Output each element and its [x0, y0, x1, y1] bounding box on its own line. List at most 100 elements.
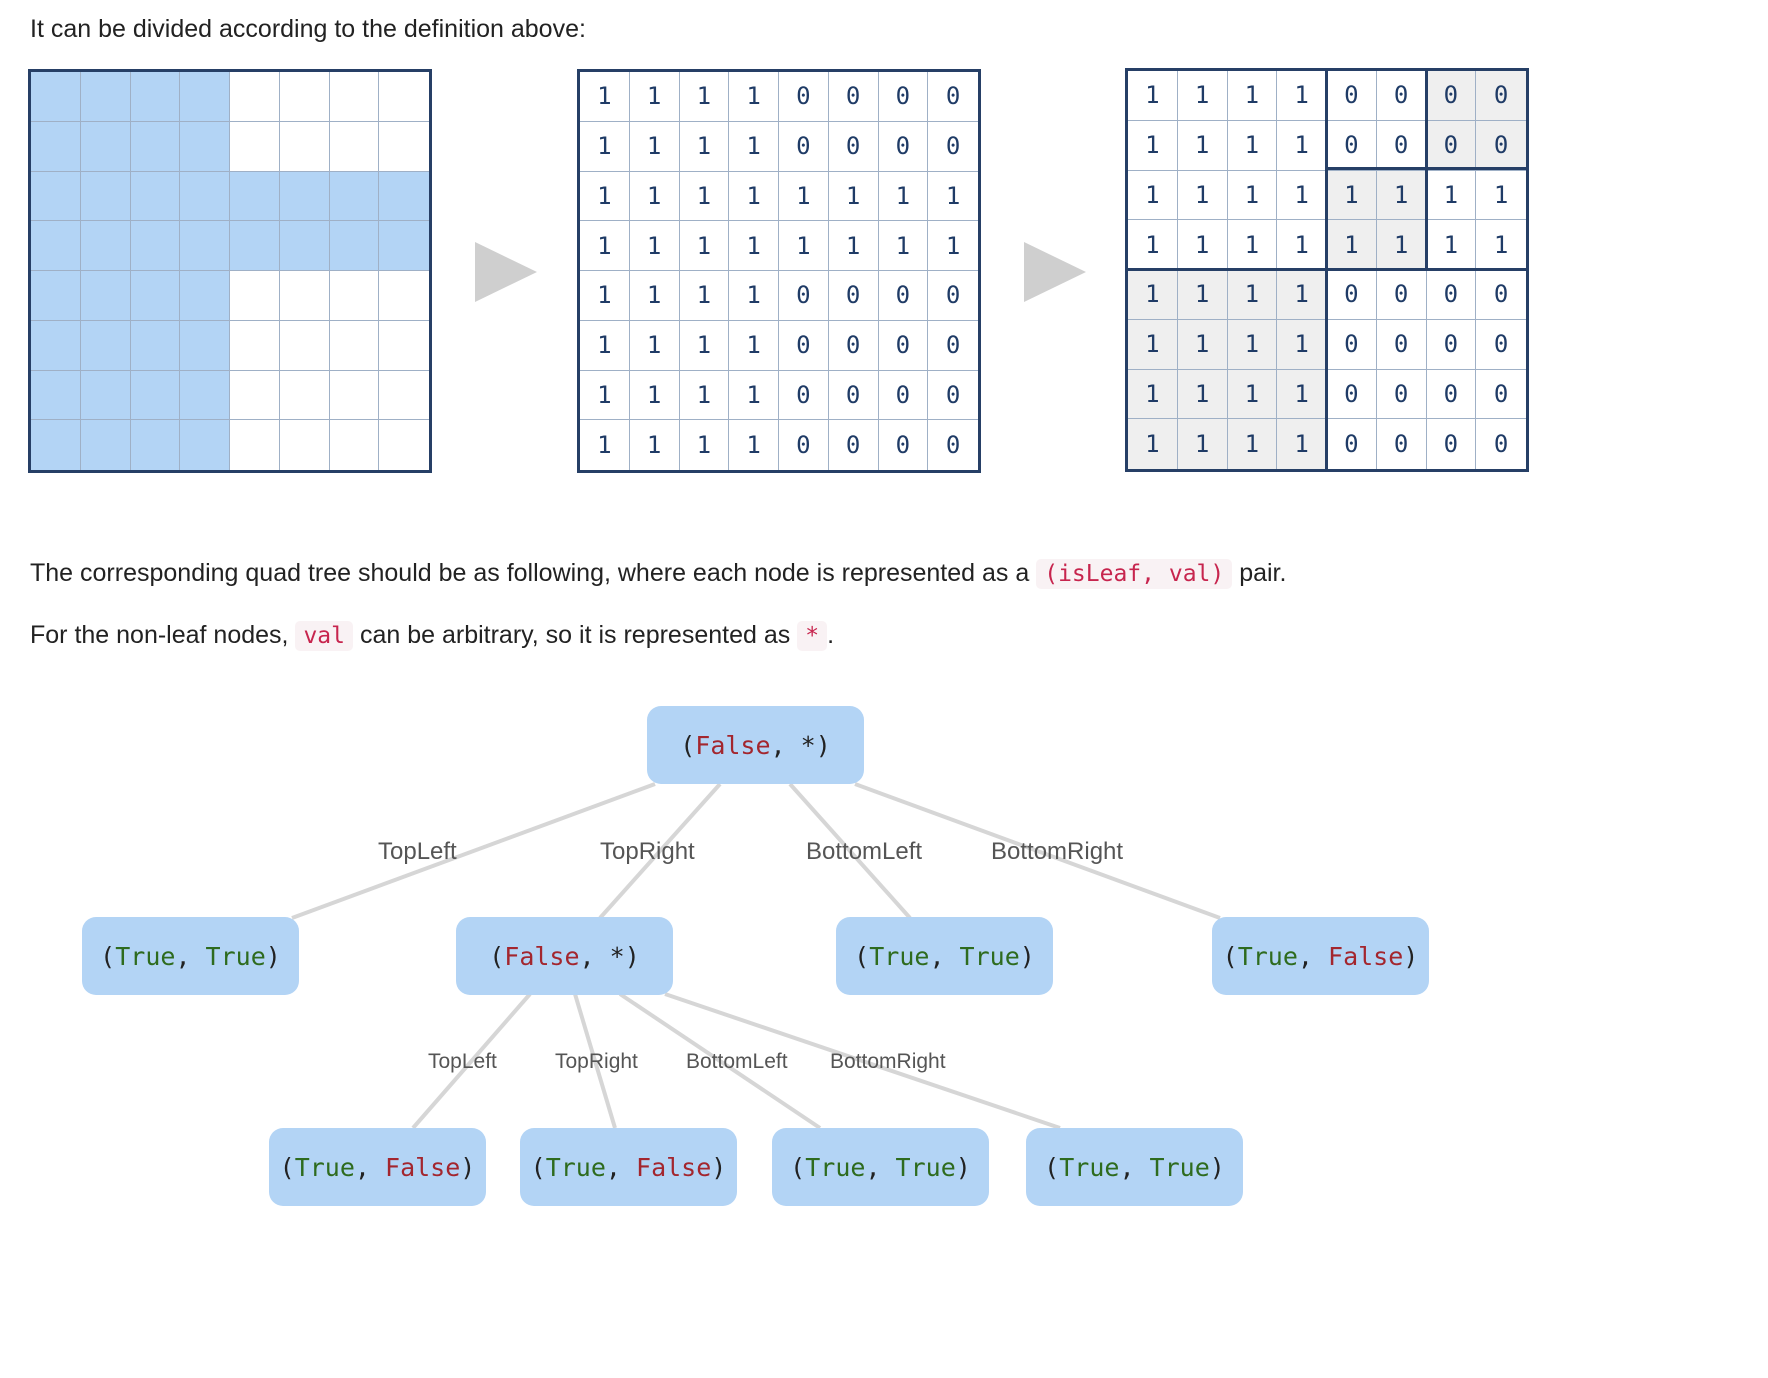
matrix-cell: 1 [729, 420, 779, 470]
non-leaf-text: For the non-leaf nodes, [30, 621, 289, 649]
matrix-cell: 1 [580, 72, 630, 122]
matrix-cell: 1 [629, 320, 680, 371]
right-arrow-icon [475, 242, 537, 302]
matrix-cell: 1 [729, 320, 779, 371]
matrix-cell: 0 [879, 420, 929, 470]
matrix-cell: 1 [679, 72, 730, 122]
tree-node-inner-bottomleft: (True, True) [772, 1128, 989, 1206]
grid-cell [279, 320, 330, 371]
grid-cell [379, 171, 429, 222]
edge-inner-bottomright [664, 992, 1061, 1130]
edge-label-topleft-inner: TopLeft [428, 1050, 497, 1073]
edge-label-topleft: TopLeft [378, 838, 457, 865]
tree-node-inner-bottomright: (True, True) [1026, 1128, 1243, 1206]
matrix-cell: 1 [1227, 170, 1278, 221]
grid-cell [230, 72, 280, 122]
matrix-cell: 0 [828, 320, 879, 371]
matrix-cell: 1 [580, 121, 630, 172]
tree-node-inner-topright: (True, False) [520, 1128, 737, 1206]
matrix-cell: 0 [1476, 270, 1526, 320]
matrix-cell: 1 [729, 72, 779, 122]
grid-cell [180, 420, 230, 470]
grid-cell [379, 221, 429, 271]
matrix-cell: 1 [1128, 270, 1178, 320]
matrix-cell: 1 [1277, 419, 1327, 469]
matrix-cell: 1 [580, 320, 630, 371]
matrix-cell: 1 [729, 171, 779, 222]
matrix-cell: 1 [1227, 369, 1278, 420]
matrix-cell: 1 [1426, 170, 1477, 221]
grid-cell [329, 171, 380, 222]
grid-cell [130, 420, 181, 470]
matrix-cell: 1 [1128, 120, 1178, 171]
matrix-cell: 0 [1476, 320, 1526, 370]
matrix-cell: 1 [580, 271, 630, 321]
matrix-cell: 1 [928, 172, 978, 222]
matrix-cell: 0 [779, 72, 829, 122]
right-arrow-icon [1024, 242, 1086, 302]
grid-cell [329, 370, 380, 421]
grid-cell [379, 271, 429, 321]
matrix-cell: 0 [1476, 370, 1526, 420]
matrix-cell: 0 [1376, 270, 1427, 320]
matrix-cell: 0 [1376, 369, 1427, 420]
grid-cell [80, 370, 131, 421]
matrix-cell: 0 [1426, 71, 1477, 121]
matrix-cell: 0 [878, 271, 929, 321]
matrix-cell: 1 [1177, 369, 1228, 420]
matrix-cell: 1 [1177, 120, 1228, 171]
edge-inner-topright [573, 993, 617, 1129]
grid-cell [230, 221, 280, 271]
matrix-cell: 1 [1128, 170, 1178, 221]
matrix-cell: 0 [779, 121, 829, 172]
grid-cell [329, 121, 380, 172]
grid-cell [279, 221, 330, 271]
matrix-cell: 0 [1427, 419, 1477, 469]
edge-inner-topleft [411, 992, 532, 1130]
grid-cell [31, 121, 81, 172]
matrix-cell: 0 [878, 370, 929, 421]
matrix-cell: 1 [629, 221, 680, 271]
matrix-cell: 0 [779, 271, 829, 321]
matrix-cell: 0 [1327, 71, 1377, 121]
matrix-cell: 1 [729, 271, 779, 321]
grid-cell [180, 221, 230, 271]
tree-node-root: (False, *) [647, 706, 864, 784]
matrix-cell: 0 [1476, 71, 1526, 121]
matrix-cell: 1 [679, 271, 730, 321]
grid-cell [31, 370, 81, 421]
grid-cell [379, 122, 429, 172]
matrix-cell: 1 [1277, 319, 1327, 370]
description-text-end: pair. [1239, 559, 1287, 587]
grid-cell [279, 121, 330, 172]
grid-cell [31, 72, 81, 122]
grid-cell [130, 171, 181, 222]
matrix-cell: 0 [878, 72, 929, 122]
grid-cell [379, 371, 429, 421]
grid-cell [80, 121, 131, 172]
matrix-cell: 0 [779, 370, 829, 421]
matrix-cell: 0 [828, 72, 879, 122]
edge-label-bottomleft-inner: BottomLeft [686, 1050, 788, 1073]
grid-cell [31, 420, 81, 470]
matrix-cell: 0 [1327, 120, 1377, 171]
matrix-cell: 1 [729, 221, 779, 271]
grid-cell [180, 271, 230, 321]
matrix-cell: 1 [779, 171, 829, 222]
matrix-cell: 1 [629, 271, 680, 321]
matrix-cell: 1 [630, 420, 680, 470]
tree-node-inner-topleft: (True, False) [269, 1128, 486, 1206]
matrix-cell: 0 [1327, 369, 1377, 420]
grid-cell [329, 320, 380, 371]
grid-cell [230, 271, 280, 321]
grid-cell [230, 121, 280, 172]
matrix-cell: 0 [878, 320, 929, 371]
shaded-grid [28, 69, 432, 473]
grid-cell [80, 420, 131, 470]
matrix-cell: 0 [1426, 270, 1477, 320]
matrix-cell: 1 [679, 221, 730, 271]
matrix-cell: 0 [828, 121, 879, 172]
matrix-cell: 0 [945, 431, 961, 460]
